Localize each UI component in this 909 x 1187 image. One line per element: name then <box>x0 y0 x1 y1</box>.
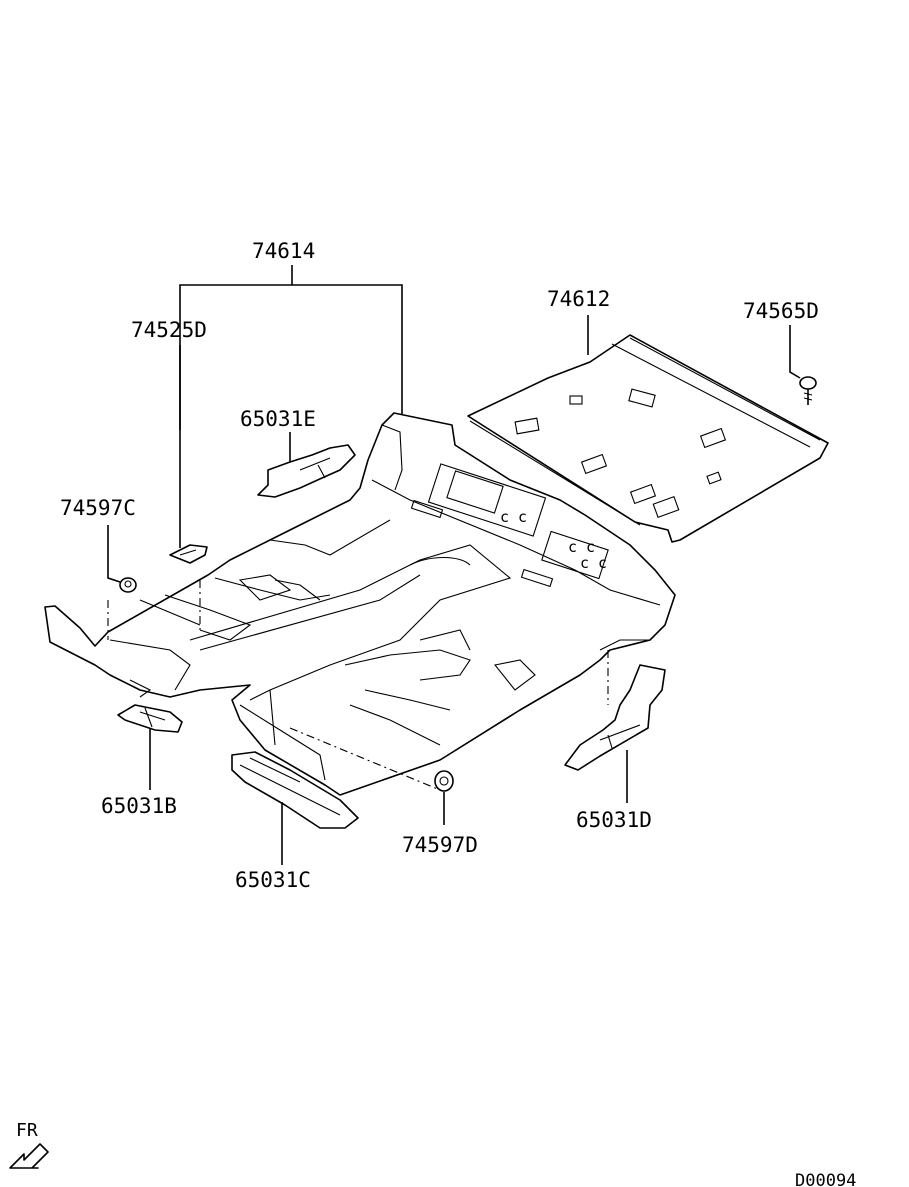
clip-74525D[interactable] <box>169 544 208 564</box>
pad-65031D[interactable] <box>564 664 666 771</box>
clip-marks: c c <box>568 538 595 556</box>
label-65031C: 65031C <box>235 868 311 892</box>
pad-65031B[interactable] <box>117 704 183 733</box>
label-74597C: 74597C <box>60 496 136 520</box>
label-65031E: 65031E <box>240 407 316 431</box>
label-74612: 74612 <box>547 287 610 311</box>
front-label: FR <box>16 1120 38 1141</box>
label-74525D: 74525D <box>131 318 207 342</box>
clip-marks: c c <box>500 508 527 526</box>
label-74565D: 74565D <box>743 299 819 323</box>
rear-carpet-74612[interactable] <box>467 334 829 543</box>
fastener-74597D[interactable] <box>434 770 454 792</box>
leader-lines <box>107 265 801 865</box>
label-74614: 74614 <box>252 239 315 263</box>
label-65031D: 65031D <box>576 808 652 832</box>
arrow-down-left-icon <box>9 1143 49 1169</box>
diagram-id: D00094 <box>795 1171 856 1187</box>
clip-marks: c c <box>580 554 607 572</box>
pad-65031E[interactable] <box>257 444 356 498</box>
screw-74565D[interactable] <box>799 376 817 405</box>
label-65031B: 65031B <box>101 794 177 818</box>
label-74597D: 74597D <box>402 833 478 857</box>
fastener-74597C[interactable] <box>119 577 137 593</box>
pad-65031C[interactable] <box>231 751 359 829</box>
front-direction-indicator: FR <box>9 1120 49 1169</box>
front-carpet-74614[interactable]: c c c c c c <box>44 412 676 796</box>
